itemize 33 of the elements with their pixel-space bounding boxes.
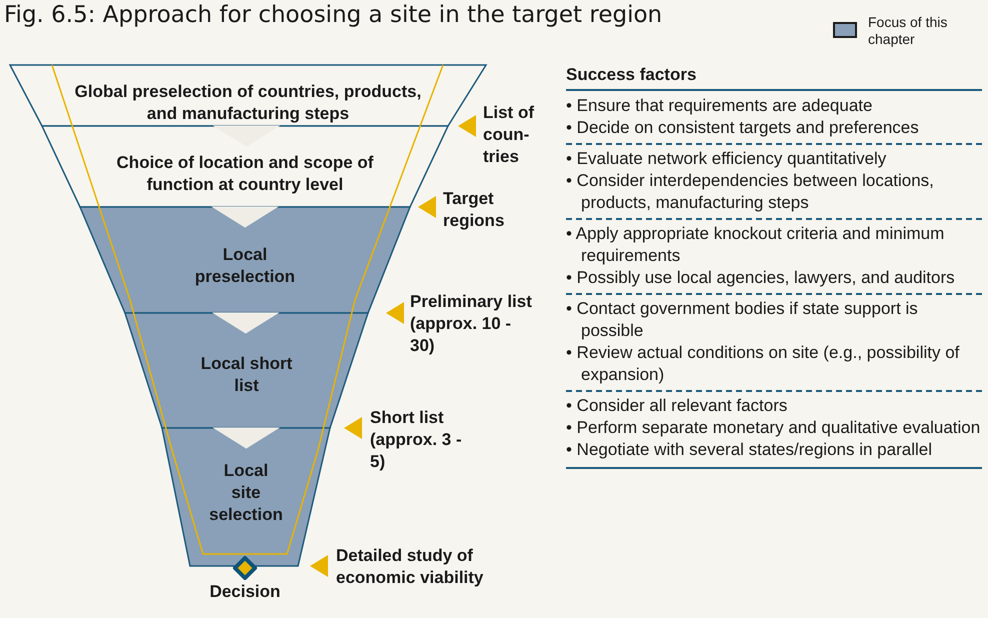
- section-heading: Success factors: [566, 64, 698, 86]
- bullet-point: • Possibly use local agencies, lawyers, and auditors: [566, 267, 956, 289]
- bullet-point: • Decide on consistent targets and preferences: [566, 117, 920, 139]
- funnel-stage: [125, 313, 368, 428]
- bullet-point: • Review actual conditions on site (e.g., possibility of expansion): [566, 342, 960, 386]
- stage-output-label: List of coun-tries: [483, 102, 535, 168]
- chevron-arrow: [212, 428, 280, 449]
- stage-output-label: Short list (approx. 3 - 5): [370, 407, 463, 473]
- stage-label: Local site selection: [208, 460, 284, 526]
- bullet-point: • Ensure that requirements are adequate: [566, 95, 874, 117]
- figure-title: Fig. 6.5: Approach for choosing a site in the target region: [4, 2, 662, 28]
- chevron-arrow: [212, 312, 280, 334]
- chevron-arrow: [211, 206, 279, 228]
- legend-label: Focus of this chapter: [868, 14, 948, 48]
- stage-output-label: Target regions: [443, 188, 506, 232]
- stage-label: Local preselection: [194, 244, 296, 288]
- funnel-stage: [10, 65, 486, 126]
- decision-label: Decision: [208, 581, 282, 603]
- stage-output-label: Preliminary list (approx. 10 - 30): [410, 291, 533, 357]
- stage-output-label: Detailed study of economic viability: [336, 545, 484, 589]
- chevron-arrow: [212, 126, 280, 147]
- funnel-stage: [162, 428, 330, 566]
- funnel-stage: [80, 207, 410, 313]
- bullet-point: • Consider interdependencies between locations, products, manufacturing steps: [566, 170, 935, 214]
- bullet-point: • Evaluate network efficiency quantitatively: [566, 148, 888, 170]
- bullet-point: • Apply appropriate knockout criteria and minimum requirements: [566, 223, 946, 267]
- stage-label: Local short list: [200, 353, 294, 397]
- bullet-point: • Negotiate with several states/regions in parallel: [566, 439, 933, 461]
- bullet-point: • Contact government bodies if state support is possible: [566, 298, 919, 342]
- bullet-point: • Consider all relevant factors: [566, 395, 788, 417]
- bullet-point: • Perform separate monetary and qualitative evaluation: [566, 417, 982, 439]
- stage-label: Choice of location and scope of function at country level: [116, 152, 374, 196]
- stage-label: Global preselection of countries, products, and manufacturing steps: [74, 81, 422, 125]
